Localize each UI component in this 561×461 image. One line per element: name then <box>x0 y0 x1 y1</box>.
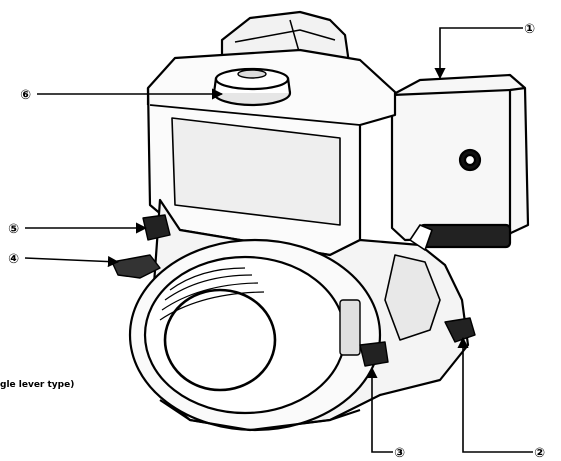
figure-caption: gle lever type) <box>0 380 75 390</box>
callout-2: ② <box>534 446 545 461</box>
fuel-cap <box>212 67 292 107</box>
callout-3: ③ <box>394 446 405 461</box>
leader-line-2 <box>457 336 533 453</box>
recoil-starter <box>128 238 382 432</box>
engine-illustration <box>111 10 530 432</box>
leader-line-3 <box>366 366 393 453</box>
callout-6: ⑥ <box>20 88 31 103</box>
air-cleaner <box>390 73 530 249</box>
callout-1: ① <box>524 22 535 37</box>
callout-5: ⑤ <box>8 222 19 237</box>
leader-line-1 <box>434 27 523 80</box>
leader-lines <box>24 27 533 453</box>
leader-line-4 <box>24 255 120 268</box>
callout-4: ④ <box>8 252 19 267</box>
callout-labels: ① ② ③ ④ ⑤ ⑥ <box>8 22 545 461</box>
